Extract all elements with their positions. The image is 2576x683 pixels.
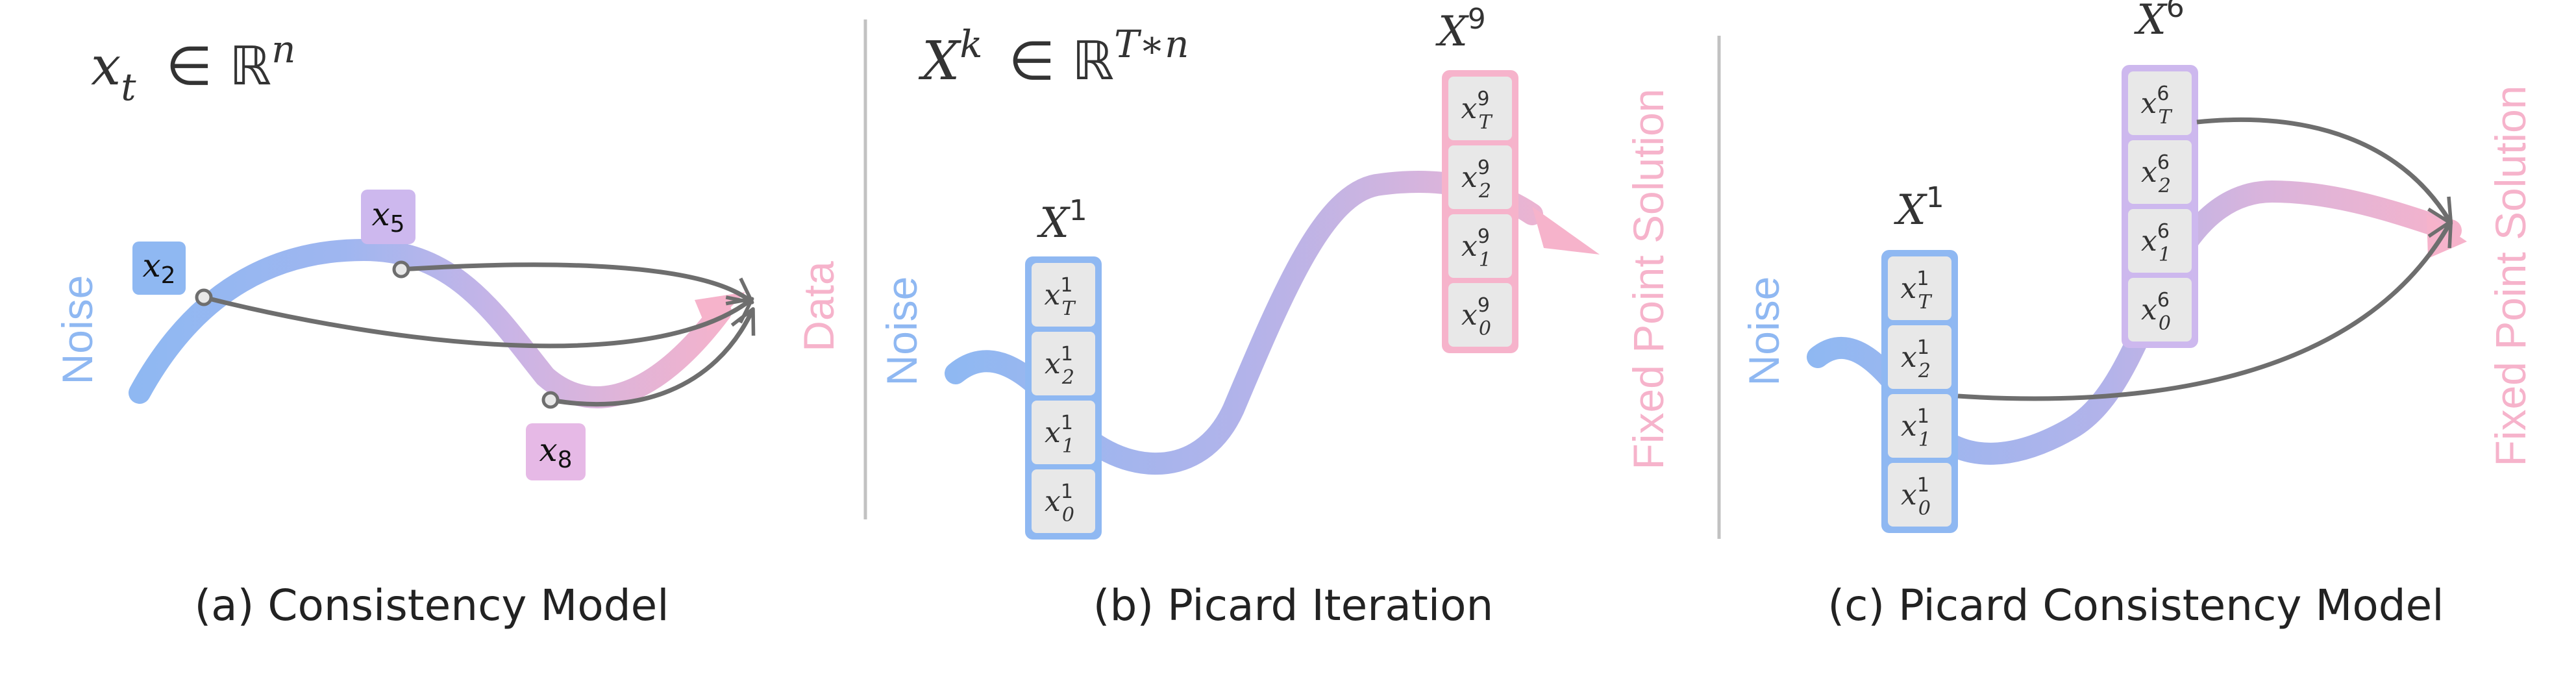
panel-c-col1-cell [1888, 394, 1951, 458]
panel-b-col1-frame [1025, 256, 1102, 540]
svg-text:x8: x8 [539, 431, 572, 473]
panel-c-col6-cell [2128, 140, 2192, 204]
panel-c-col1-cell [1888, 256, 1951, 320]
panel-b-caption: (b) Picard Iteration [1093, 580, 1494, 630]
panel-c-caption: (c) Picard Consistency Model [1827, 580, 2444, 630]
panel-c-col6-cell [2128, 209, 2192, 273]
panel-b-col9-cell [1448, 145, 1512, 209]
panel-b-col1-cell [1032, 332, 1095, 395]
panel-b-col9-frame [1442, 70, 1518, 353]
panel-c-col1-cell [1888, 325, 1951, 389]
panel-a-data-label: Data [795, 261, 843, 352]
panel-c-col6-cell [2128, 278, 2192, 342]
panel-a-point-x2 [195, 288, 213, 306]
panel-b-col9-cell [1448, 77, 1512, 140]
panel-a-noise-label: Noise [53, 275, 101, 385]
svg-text:X6: X6 [2133, 0, 2185, 44]
panel-a-arrow-x8 [550, 307, 756, 407]
panel-b-col9-cell [1448, 214, 1512, 278]
badge-x2: x2 [132, 242, 186, 295]
panel-consistency-model: xt ∈ ℝn Noise Data x2 x5 x8 (a) Consiste… [53, 27, 843, 630]
panel-b-noise-label: Noise [878, 277, 926, 386]
panel-c-col1-frame [1881, 250, 1958, 533]
panel-a-caption: (a) Consistency Model [194, 580, 669, 630]
panel-b-col1-cell [1032, 263, 1095, 327]
panel-b-col1-cell [1032, 469, 1095, 533]
panel-c-col6-cell [2128, 71, 2192, 135]
svg-text:X1: X1 [1036, 194, 1087, 247]
svg-text:x2: x2 [142, 247, 175, 289]
badge-x5: x5 [361, 190, 415, 244]
panel-b-col9-cell [1448, 283, 1512, 347]
panel-a-point-x5 [392, 260, 410, 279]
panel-a-arrow-x2 [203, 295, 754, 349]
panel-c-col1-cell [1888, 463, 1951, 527]
panel-b-end-label: Fixed Point Solution [1624, 88, 1672, 469]
panel-c-end-label: Fixed Point Solution [2486, 85, 2534, 466]
panel-picard-iteration: Xk ∈ ℝT∗n Noise Fixed Point Solution X1 … [878, 3, 1672, 630]
panel-a-header: xt ∈ ℝn [91, 27, 295, 109]
panel-b-end-arrowhead [1532, 206, 1600, 255]
panel-a-point-x8 [541, 391, 560, 409]
panel-c-col6-frame [2122, 65, 2198, 348]
panel-a-trajectory [129, 238, 732, 408]
panel-c-arrow-from-xT6 [2196, 117, 2453, 225]
panel-b-col1-cell [1032, 401, 1095, 464]
panel-a-arrow-x5 [401, 262, 754, 304]
svg-text:x5: x5 [371, 195, 404, 238]
panel-b-header: Xk ∈ ℝT∗n [918, 22, 1189, 92]
panel-c-arrow-from-x21 [1957, 219, 2453, 401]
svg-text:X1: X1 [1893, 181, 1944, 234]
svg-text:X9: X9 [1435, 3, 1486, 56]
badge-x8: x8 [526, 423, 586, 480]
panel-c-noise-label: Noise [1740, 277, 1788, 386]
